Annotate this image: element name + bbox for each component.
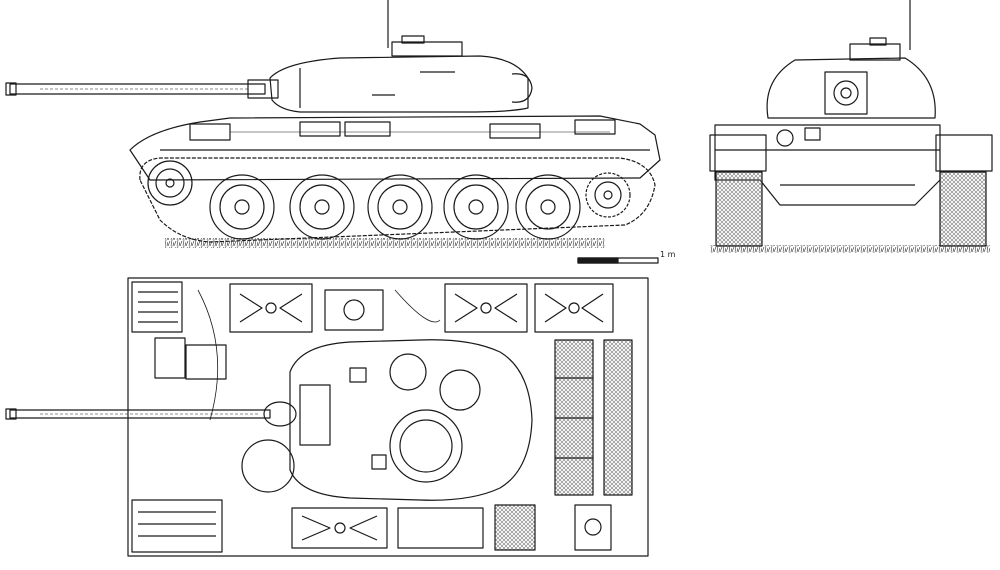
top-radiator-grille [603,339,633,496]
commander-cupola [389,353,427,391]
top-driver-hatch [241,439,295,493]
side-view [5,0,661,264]
front-track-right [939,171,987,247]
road-wheel [515,174,581,240]
top-hatch [291,507,388,549]
front-fender-right [935,134,993,172]
side-road-wheels [209,174,581,240]
front-fender-left [709,134,767,172]
turret-ring-hatch [389,409,463,483]
front-track-left [715,171,763,247]
top-box [154,337,186,379]
top-hatch [324,289,384,331]
top-fender-left [131,281,183,333]
top-box [185,344,227,380]
front-ground [710,245,990,253]
side-ground [165,238,605,248]
scale-bar [577,257,659,264]
top-view [5,277,649,557]
front-turret [766,37,936,119]
top-hatch [534,283,614,333]
front-view [709,0,993,253]
road-wheel [209,174,275,240]
top-fender-right [131,499,223,553]
side-track [139,157,656,243]
scale-bar-label: 1 m [660,250,676,259]
side-drive-sprocket [585,172,631,218]
top-hull-outline [127,277,649,557]
top-hatch [444,283,528,333]
side-turret [269,35,533,113]
road-wheel [443,174,509,240]
road-wheel [367,174,433,240]
side-hull [129,115,661,181]
top-hatch [229,283,313,333]
top-grille-small [494,504,536,551]
road-wheel [289,174,355,240]
side-gun-barrel [5,79,279,99]
top-hatch [397,507,484,549]
top-hatch [574,504,612,551]
top-turret [289,339,533,501]
side-idler-wheel [147,160,193,206]
top-gun-barrel [5,401,297,427]
loader-hatch [439,369,481,411]
